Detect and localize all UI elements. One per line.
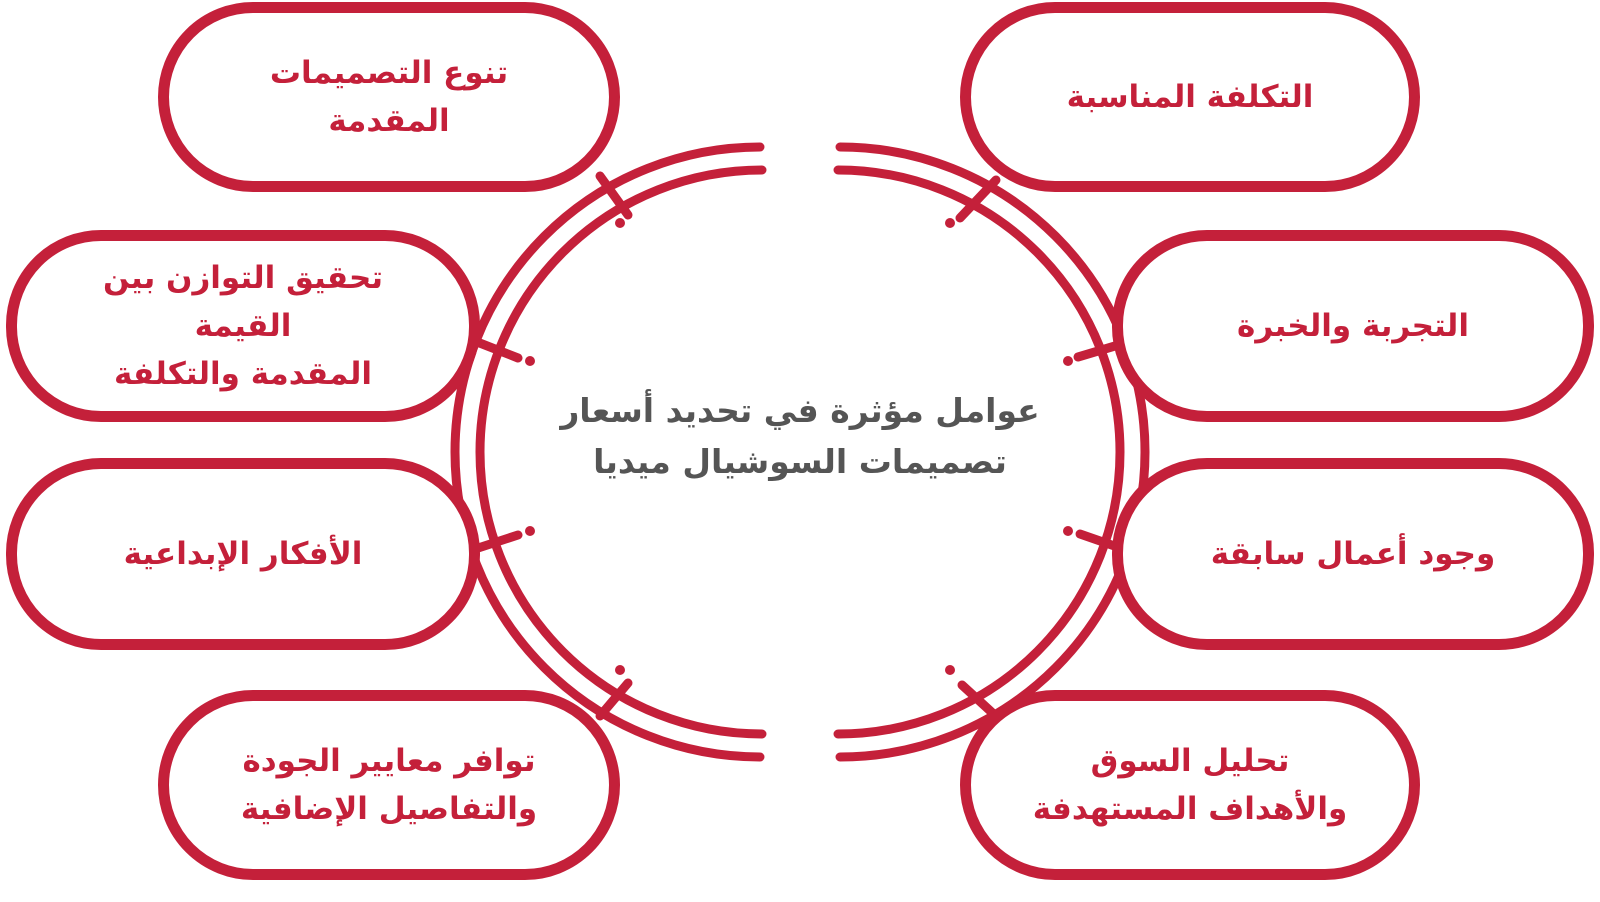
- factor-label: المقدمة والتكلفة: [113, 356, 373, 393]
- connector-mid-left-upper: [467, 335, 523, 363]
- factor-experience: التجربة والخبرة: [1112, 230, 1594, 422]
- ring-dot: [615, 218, 625, 228]
- factor-label: والتفاصيل الإضافية: [240, 791, 538, 827]
- center-title: عوامل مؤثرة في تحديد أسعار تصميمات السوش…: [520, 385, 1080, 487]
- factor-label: توافر معايير الجودة: [242, 742, 536, 779]
- factor-quality-standards: توافر معايير الجودة والتفاصيل الإضافية: [158, 690, 620, 880]
- connector-top-right: [955, 175, 1001, 223]
- factor-previous-work: وجود أعمال سابقة: [1112, 458, 1594, 650]
- factor-label: وجود أعمال سابقة: [1210, 535, 1496, 572]
- factor-label: الأفكار الإبداعية: [123, 535, 363, 572]
- connector-bottom-left: [595, 678, 633, 721]
- factor-label: المقدمة: [328, 103, 450, 139]
- factor-suitable-cost: التكلفة المناسبة: [960, 2, 1420, 192]
- ring-dot: [945, 218, 955, 228]
- center-title-line2: تصميمات السوشيال ميديا: [593, 442, 1007, 482]
- factor-label: تنوع التصميمات: [269, 54, 509, 91]
- inner-ring-left-arc: [475, 165, 767, 739]
- factor-label: التجربة والخبرة: [1237, 307, 1469, 344]
- factor-creative-ideas: الأفكار الإبداعية: [6, 458, 480, 650]
- ring-dot: [945, 665, 955, 675]
- center-title-line1: عوامل مؤثرة في تحديد أسعار: [560, 391, 1040, 430]
- ring-dot: [1063, 356, 1073, 366]
- outer-ring-left-arc: [450, 142, 765, 762]
- ring-dot: [525, 526, 535, 536]
- factor-label: تحقيق التوازن بين القيمة: [103, 259, 383, 344]
- factor-label: والأهداف المستهدفة: [1032, 791, 1348, 827]
- factor-value-cost-balance: تحقيق التوازن بين القيمة المقدمة والتكلف…: [6, 230, 480, 422]
- factor-label: التكلفة المناسبة: [1066, 78, 1314, 115]
- factor-market-analysis: تحليل السوق والأهداف المستهدفة: [960, 690, 1420, 880]
- ring-dot: [525, 356, 535, 366]
- ring-dot: [1063, 526, 1073, 536]
- ring-dot: [615, 665, 625, 675]
- factor-label: تحليل السوق: [1090, 742, 1290, 779]
- connector-top-left: [595, 171, 633, 220]
- factor-design-variety: تنوع التصميمات المقدمة: [158, 2, 620, 192]
